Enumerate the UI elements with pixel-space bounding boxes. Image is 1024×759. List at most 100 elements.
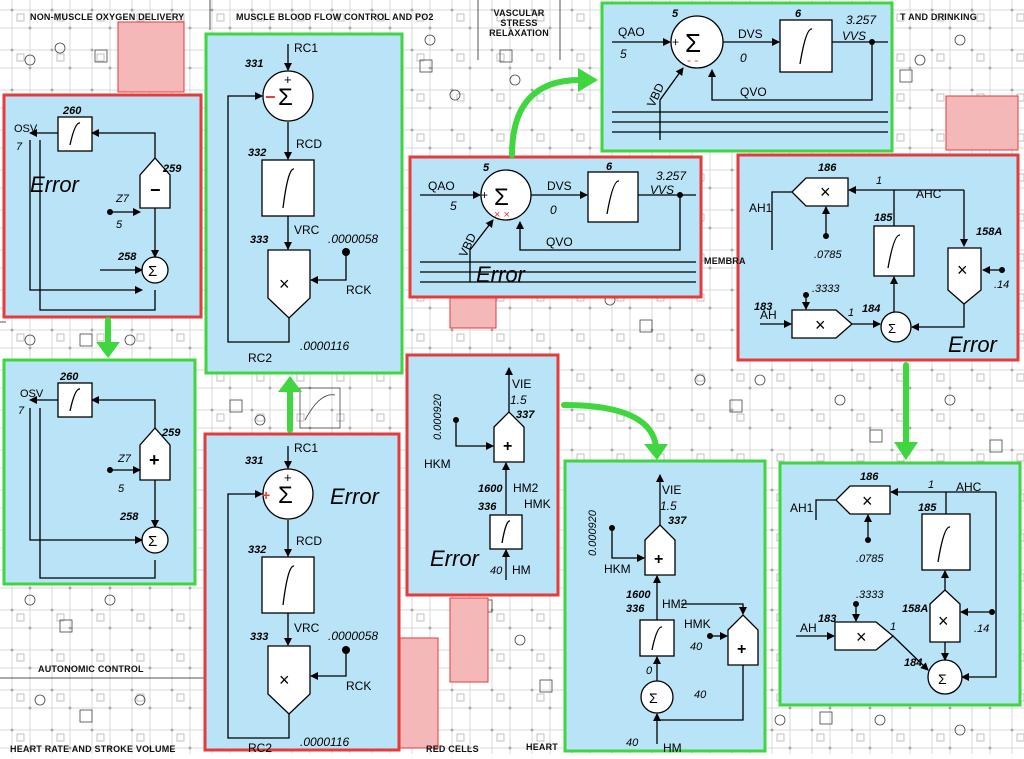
error-label: Error <box>948 332 999 357</box>
block-number: 185 <box>918 502 937 514</box>
constant-label: .3333 <box>856 589 884 601</box>
sum-symbol: Σ <box>649 690 658 706</box>
multiply-symbol: × <box>279 274 290 294</box>
section-title: AUTONOMIC CONTROL <box>38 664 144 674</box>
section-title: HEART <box>526 742 558 752</box>
constant-label: .14 <box>974 623 989 635</box>
variable-label: AH1 <box>749 201 773 215</box>
constant-label: 0 <box>740 51 747 65</box>
variable-label: QAO <box>428 179 455 193</box>
constant-label: 40 <box>626 737 639 749</box>
block-number: 158A <box>902 603 928 615</box>
block-number: 259 <box>161 427 181 439</box>
variable-label: HM <box>512 563 531 577</box>
variable-label: VRC <box>294 223 320 237</box>
error-label: Error <box>330 484 381 509</box>
constant-label: 40 <box>690 641 703 653</box>
sum-symbol: Σ <box>685 28 701 58</box>
constant-label: 40 <box>694 689 707 701</box>
divide-symbol: + <box>503 438 512 455</box>
multiply-symbol: × <box>820 182 831 202</box>
variable-label: VVS <box>842 29 866 43</box>
sum-symbol: Σ <box>148 533 157 550</box>
operator-symbol: − <box>150 180 161 200</box>
section-title-vascular: VASCULAR STRESS RELAXATION <box>489 8 549 38</box>
sum-symbol: Σ <box>278 482 293 509</box>
block-number: 5 <box>483 162 490 174</box>
sign-label: + <box>672 35 679 49</box>
constant-label: 5 <box>450 199 457 213</box>
constant-label: .0000116 <box>300 339 349 353</box>
block-number: 158A <box>976 226 1002 238</box>
value-label: 3.257 <box>656 169 687 183</box>
variable-label: RCK <box>346 679 371 693</box>
variable-label: VVS <box>650 183 674 197</box>
sign-dot: - - <box>687 53 698 67</box>
block-number: 331 <box>245 455 263 467</box>
constant-label: 40 <box>490 565 503 577</box>
variable-label: RC1 <box>294 41 318 55</box>
error-label: Error <box>30 172 81 197</box>
constant-label: 0.000920 <box>432 393 444 440</box>
error-label: Error <box>476 262 527 287</box>
sum-symbol: Σ <box>278 84 293 111</box>
constant-label: 7 <box>16 141 23 153</box>
block-number: 6 <box>606 161 613 173</box>
constant-label: .0785 <box>814 249 842 261</box>
value-label: 3.257 <box>846 13 877 27</box>
variable-label: OSV <box>14 123 38 135</box>
constant-label: 1600 <box>478 483 503 495</box>
variable-label: RC1 <box>294 441 318 455</box>
block-number: 184 <box>904 657 922 669</box>
variable-label: RC2 <box>248 741 272 754</box>
block-number: 333 <box>250 631 268 643</box>
multiply-symbol: × <box>856 627 867 647</box>
block-number: 332 <box>248 544 266 556</box>
multiply-symbol: × <box>957 260 968 280</box>
block-number: 5 <box>672 8 679 20</box>
constant-label: .0000058 <box>328 232 378 246</box>
constant-label: .0785 <box>856 553 884 565</box>
variable-label: DVS <box>547 179 572 193</box>
variable-label: HM2 <box>662 597 688 611</box>
variable-label: HMK <box>524 497 551 511</box>
variable-label: QVO <box>740 85 767 99</box>
sign-label: + <box>284 470 292 485</box>
constant-label: 0.000920 <box>587 509 599 556</box>
block-number: 183 <box>818 613 836 625</box>
panel-ahc-correct: × × × Σ 186 185 158A 183 184 1 AHC AH1 .… <box>778 461 1022 707</box>
variable-label: OSV <box>20 388 44 400</box>
block-number: 260 <box>62 105 82 117</box>
pink-highlight-block <box>449 297 497 329</box>
variable-label: VRC <box>294 621 320 635</box>
panel-osv-error: 260 259 258 OSV 7 Z7 5 − Σ Error <box>2 93 203 319</box>
arrow-vvs-up <box>509 77 583 158</box>
sum-symbol: Σ <box>494 184 509 211</box>
pink-highlight-block <box>945 95 1019 151</box>
panel-vie-error: + 0.000920 VIE 1.5 337 HKM 1600 336 HM2 … <box>405 353 560 597</box>
variable-label: RC2 <box>248 351 272 365</box>
value-label: 1.5 <box>660 499 677 513</box>
block-number: 337 <box>668 515 687 527</box>
operator-symbol: + <box>149 450 160 470</box>
multiply-symbol: × <box>815 315 826 335</box>
sum-symbol: Σ <box>888 321 896 336</box>
arrow-vie-right <box>561 402 659 449</box>
block-number: 258 <box>119 511 139 523</box>
divide-symbol: + <box>654 551 663 568</box>
panel-vie-correct: + + Σ 0.000920 VIE 1.5 337 HKM 1600 336 … <box>563 459 767 755</box>
constant-label: 1 <box>928 479 934 491</box>
section-title: NON-MUSCLE OXYGEN DELIVERY <box>30 12 185 22</box>
sign-dot: × × <box>494 209 510 221</box>
pink-highlight-block <box>449 597 489 683</box>
section-title: HEART RATE AND STROKE VOLUME <box>10 744 176 754</box>
panel-osv-correct: 260 259 258 OSV 7 Z7 5 + Σ <box>2 358 197 586</box>
block-number: 184 <box>862 303 880 315</box>
sign-label: + <box>262 487 270 503</box>
panel-rc-error: Σ × + + RC1 331 332 333 RCD VRC .0000058… <box>203 432 401 755</box>
constant-label: .0000058 <box>328 629 378 643</box>
constant-label: .3333 <box>812 283 840 295</box>
block-number: 6 <box>795 8 802 20</box>
